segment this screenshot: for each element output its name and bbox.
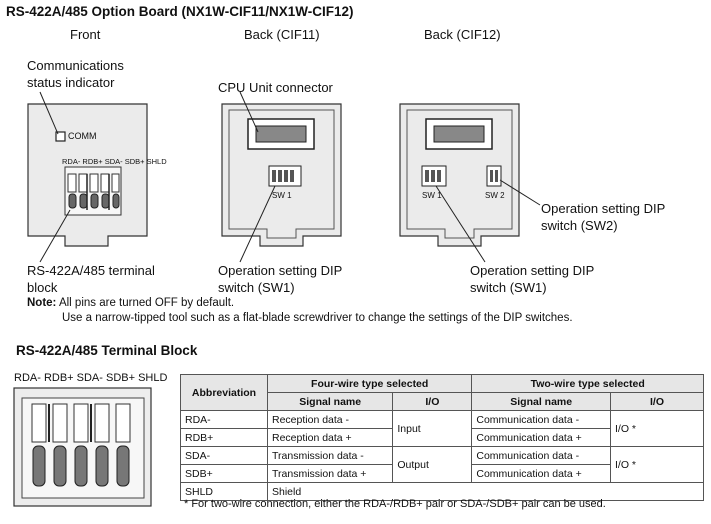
table-row: SDA- Transmission data - Output Communic… [180,446,704,483]
table-footnote: * For two-wire connection, either the RD… [184,498,606,510]
io-cell: I/O * [610,446,704,483]
io-cell: Output [392,446,473,483]
dip-switch-sw2-icon [486,165,502,187]
abbr-cell: RDA- [180,410,268,429]
dip-sw2-label-line2: switch (SW2) [541,218,618,233]
dip-sw1-cif12-label-line2: switch (SW1) [470,280,547,295]
header-abbreviation: Abbreviation [180,374,268,411]
front-pin-labels: RDA- RDB+ SDA- SDB+ SHLD [62,157,167,166]
header-four-wire: Four-wire type selected [266,374,473,393]
view-back-cif12-label: Back (CIF12) [424,27,501,42]
io-cell: I/O * [610,410,704,447]
cpu-connector-label: CPU Unit connector [218,80,333,95]
comm-status-label-line2: status indicator [27,75,115,90]
signal-cell: Communication data + [471,464,611,483]
header-io-2: I/O [610,392,704,411]
comm-led-icon [55,131,66,142]
signal-cell: Communication data - [471,446,611,465]
signal-cell: Reception data + [266,428,394,447]
dip-sw1-cif11-label-line1: Operation setting DIP [218,263,343,278]
view-front-label: Front [70,27,101,42]
signal-cell: Reception data - [266,410,394,429]
signal-cell: Communication data - [471,410,611,429]
terminal-block-pins: RDA- RDB+ SDA- SDB+ SHLD [14,372,168,384]
signal-cell: Transmission data + [266,464,394,483]
abbr-cell: SHLD [180,482,268,501]
terminal-block-title: RS-422A/485 Terminal Block [16,343,198,358]
io-cell: Input [392,410,473,447]
signal-cell: Communication data + [471,428,611,447]
note-text-1: All pins are turned OFF by default. [58,297,235,309]
abbr-cell: RDB+ [180,428,268,447]
table-row: RDA- Reception data - Input Communicatio… [180,410,704,447]
abbr-cell: SDB+ [180,464,268,483]
terminal-block-label-line2: block [27,280,58,295]
sw1-label: SW 1 [422,191,442,200]
sw2-label: SW 2 [485,191,505,200]
view-back-cif11-label: Back (CIF11) [244,27,320,42]
note-line1: Note: All pins are turned OFF by default… [27,297,234,309]
terminal-block-detail [13,387,152,507]
comm-label: COMM [68,131,97,141]
dip-sw2-label-line1: Operation setting DIP [541,201,666,216]
note-text-2: Use a narrow-tipped tool such as a flat-… [62,312,573,324]
page-title: RS-422A/485 Option Board (NX1W-CIF11/NX1… [6,4,354,19]
dip-sw1-cif11-label-line2: switch (SW1) [218,280,295,295]
signal-cell: Transmission data - [266,446,394,465]
header-two-wire: Two-wire type selected [471,374,704,393]
comm-status-label-line1: Communications [27,58,124,73]
header-signal-name-2: Signal name [471,392,611,411]
back-cif11-board [221,91,342,263]
back-cif12-board [399,103,541,263]
terminal-block-label-line1: RS-422A/485 terminal [27,263,155,278]
header-signal-name: Signal name [266,392,394,411]
terminal-signal-table: Abbreviation Four-wire type selected Two… [180,374,704,501]
front-board [27,91,148,263]
note-label: Note: [27,297,57,309]
dip-sw1-cif12-label-line1: Operation setting DIP [470,263,595,278]
sw1-label: SW 1 [272,191,292,200]
header-io: I/O [392,392,473,411]
signal-cell: Shield [267,482,704,501]
abbr-cell: SDA- [180,446,268,465]
table-row: SHLD Shield [180,482,704,501]
